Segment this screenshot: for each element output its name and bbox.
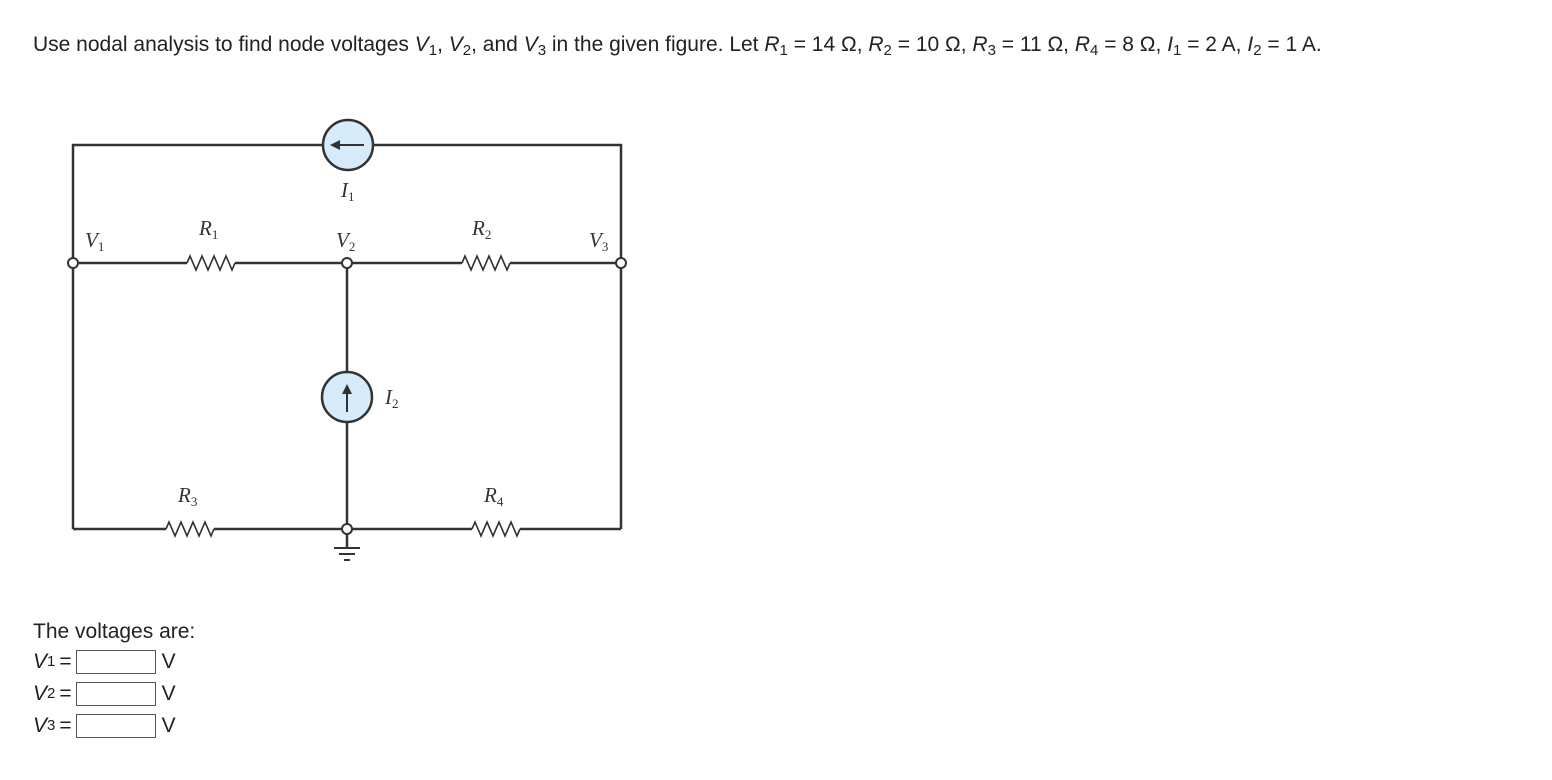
equals-sign: = — [59, 714, 72, 737]
arrow-left-icon — [330, 140, 364, 150]
arrow-up-icon — [342, 384, 352, 412]
symbol-r2-sub: 2 — [883, 42, 892, 59]
symbol-i2-sub: 2 — [1253, 42, 1262, 59]
value-r3: = 11 Ω, — [995, 33, 1075, 56]
node-v1-terminal — [67, 257, 79, 269]
circuit-wires — [71, 143, 623, 548]
symbol-r3: R — [972, 33, 988, 56]
node-v2-terminal — [341, 257, 353, 269]
symbol-v1: V — [414, 33, 429, 56]
wire-top-left — [71, 143, 322, 263]
symbol-i2: I — [1247, 33, 1254, 56]
label-v2: V2 — [336, 228, 355, 254]
label-v1: V1 — [85, 228, 104, 254]
equals-sign: = — [59, 650, 72, 673]
current-source-i2 — [320, 370, 374, 424]
v3-answer-input[interactable] — [75, 714, 156, 738]
label-v3: V3 — [589, 228, 608, 254]
value-i2: = 1 A. — [1261, 33, 1322, 56]
value-i1: = 2 A, — [1181, 33, 1248, 56]
question-part: in the given figure. Let — [546, 33, 765, 56]
node-ground-terminal — [341, 523, 353, 535]
answer-v3-symbol: V — [33, 714, 48, 737]
v2-answer-input[interactable] — [75, 682, 156, 706]
question-part: , — [437, 33, 449, 56]
node-terminals — [67, 257, 627, 535]
value-r2: = 10 Ω, — [891, 33, 973, 56]
label-r4: R4 — [483, 483, 504, 509]
v1-answer-input[interactable] — [75, 650, 156, 674]
symbol-r4: R — [1074, 33, 1091, 56]
unit-label: V — [161, 650, 176, 673]
symbol-v2-sub: 2 — [462, 42, 472, 59]
symbol-v2: V — [448, 33, 463, 56]
question-part: , and — [471, 33, 524, 56]
unit-label: V — [161, 714, 176, 737]
current-source-i1 — [321, 118, 375, 172]
value-r4: = 8 Ω, — [1098, 33, 1168, 56]
unit-label: V — [161, 682, 176, 705]
value-r1: = 14 Ω, — [787, 33, 869, 56]
symbol-r1-sub: 1 — [779, 42, 788, 59]
symbol-v1-sub: 1 — [428, 42, 438, 59]
answer-v1-symbol: V — [33, 650, 48, 673]
resistor-r2-zigzag — [461, 253, 511, 273]
ground-icon — [334, 547, 360, 561]
label-r1: R1 — [198, 216, 218, 242]
label-r2: R2 — [471, 216, 491, 242]
symbol-r2: R — [868, 33, 884, 56]
label-r3: R3 — [177, 483, 197, 509]
question-text: Use nodal analysis to find node voltages… — [33, 28, 1453, 62]
equals-sign: = — [59, 682, 72, 705]
symbol-v3-sub: 3 — [537, 42, 547, 59]
answer-v2-symbol: V — [33, 682, 48, 705]
question-part: Use nodal analysis to find node voltages — [33, 33, 415, 56]
answers-intro: The voltages are: — [33, 620, 196, 643]
symbol-r1: R — [764, 33, 780, 56]
symbol-i1-sub: 1 — [1173, 42, 1182, 59]
resistor-r4-zigzag — [471, 519, 521, 539]
label-i1: I1 — [340, 178, 355, 204]
wire-top-right — [374, 143, 623, 263]
symbol-i1: I — [1167, 33, 1174, 56]
symbol-v3: V — [523, 33, 538, 56]
circuit-diagram: I1 V1 R1 V2 R2 V3 I2 R3 R4 — [67, 118, 627, 561]
node-v3-terminal — [615, 257, 627, 269]
resistor-r3-zigzag — [165, 519, 215, 539]
resistor-r1-zigzag — [186, 253, 236, 273]
label-i2: I2 — [384, 385, 399, 411]
symbol-r3-sub: 3 — [987, 42, 996, 59]
symbol-r4-sub: 4 — [1090, 42, 1099, 59]
